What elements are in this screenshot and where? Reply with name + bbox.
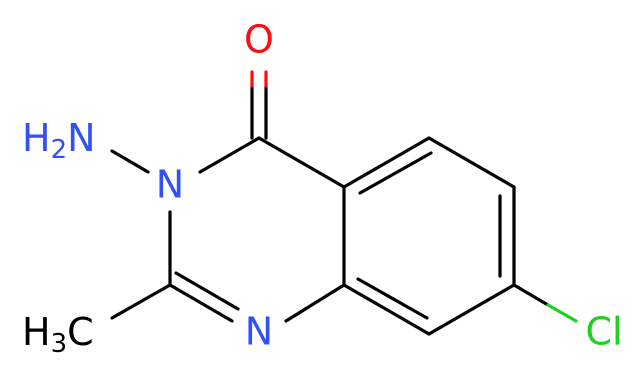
amino-subscript: 2 (51, 135, 68, 165)
bond-c8-c8a-a (342, 283, 431, 336)
bond-c4a-c5-a (342, 136, 431, 189)
bond-c7-cl (512, 283, 550, 307)
bond-c2-n1-b (174, 271, 240, 311)
bond-c4-c4a (257, 136, 346, 189)
bond-c2-n1-a (168, 283, 234, 323)
amino-h: H (22, 116, 51, 160)
bond-c2-ch3 (110, 283, 172, 320)
chlorine-label: Cl (585, 310, 622, 354)
bond-c5-c6 (427, 136, 516, 189)
bond-c4a-c5-b (358, 151, 433, 195)
bond-c8-c8a-b (356, 277, 429, 320)
methyl-subscript: 3 (51, 329, 68, 359)
amino-n: N (67, 116, 95, 160)
methyl-c: C (67, 310, 94, 354)
methyl-h: H (22, 310, 51, 354)
oxygen-label: O (244, 18, 274, 62)
methyl-label: H3C (22, 310, 94, 359)
amino-label: H2N (22, 116, 96, 165)
ring-n1-label: N (245, 310, 273, 354)
bond-c4-n3 (198, 136, 261, 174)
ring-n3-label: N (156, 163, 184, 207)
bond-c7-cl-green (546, 303, 578, 323)
bond-n3-nh2 (110, 149, 150, 174)
atom-label-layer: O H2N N N H3C Cl (22, 18, 623, 359)
bond-n1-c8a (284, 283, 346, 323)
bond-layer (110, 70, 578, 336)
bond-c7-c8 (427, 283, 516, 336)
